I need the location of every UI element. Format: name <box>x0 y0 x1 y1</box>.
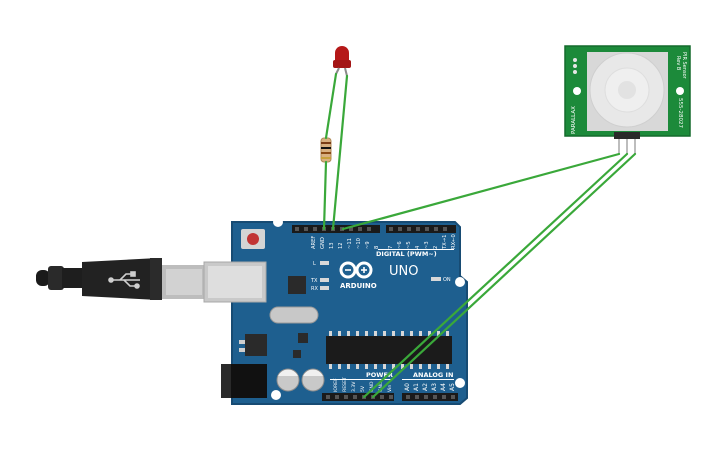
digital-header <box>292 225 456 233</box>
pin-label-7: 7 <box>388 246 394 249</box>
mounting-hole <box>455 378 465 388</box>
pin-label-6: ~6 <box>397 241 403 249</box>
model-text: UNO <box>389 264 418 279</box>
analog-pin-label: A3 <box>431 383 438 391</box>
led-label-l: L <box>313 261 316 267</box>
arduino-uno-board: AREF GND 13 12 ~11 ~10 ~9 8 7 ~6 ~5 4 ~3… <box>203 217 468 405</box>
mounting-hole <box>273 217 283 227</box>
crystal-oscillator <box>269 306 319 324</box>
logo-text: ARDUINO <box>340 282 377 290</box>
power-label: POWER <box>366 371 393 379</box>
usb-symbol-icon <box>108 271 140 289</box>
wire-pir-out-to-pin12 <box>341 152 621 231</box>
sensor-name-text: PIR Sensor <box>681 52 687 80</box>
mounting-hole <box>455 277 465 287</box>
wire-resistor-to-gnd <box>322 160 328 231</box>
pin-label-11: ~11 <box>347 238 353 249</box>
capacitor <box>301 368 325 392</box>
reset-button[interactable] <box>241 229 265 249</box>
power-pin-label: GND <box>378 381 384 392</box>
led-label-rx: RX <box>311 286 318 292</box>
pir-sensor: PARALLAX PIR Sensor Rev B 555-28027 <box>564 45 691 154</box>
power-pin-label: Vin <box>387 385 393 392</box>
mounting-hole <box>573 87 581 95</box>
pin-label-5: ~5 <box>406 241 412 249</box>
analog-pin-label: A1 <box>413 383 420 391</box>
onboard-led-l <box>320 261 329 265</box>
pin-label-13: 13 <box>329 242 335 249</box>
pin-label-aref: AREF <box>311 236 317 249</box>
analog-pin-label: A0 <box>404 383 411 391</box>
analog-pin-label: A4 <box>440 383 447 391</box>
led-label-tx: TX <box>310 278 318 284</box>
on-label: ON <box>443 277 451 283</box>
sensor-pin-header <box>614 132 640 139</box>
small-component <box>293 350 301 358</box>
mounting-hole <box>271 390 281 400</box>
wire-led-anode-to-pin13 <box>331 74 349 231</box>
red-led <box>333 46 351 77</box>
pin-label-0: RX←0 <box>451 234 457 249</box>
capacitor <box>276 368 300 392</box>
mounting-hole <box>676 87 684 95</box>
power-pin-label: 5V <box>360 385 366 392</box>
onboard-led-rx <box>320 286 329 290</box>
sensor-rev-text: Rev B <box>675 56 681 71</box>
pin-label-1: TX→1 <box>442 235 448 250</box>
power-pin-label: RESET <box>342 377 348 392</box>
power-header <box>322 393 394 401</box>
analog-header <box>402 393 458 401</box>
pin-label-3: ~3 <box>424 241 430 249</box>
power-pin-label: 3.3V <box>351 381 357 392</box>
analog-pin-label: A5 <box>449 383 456 391</box>
pin-label-9: ~9 <box>365 241 371 249</box>
sensor-brand-text: PARALLAX <box>571 106 577 134</box>
wire-pir-vcc-to-5v <box>362 152 629 399</box>
wires <box>322 72 637 399</box>
pin-label-2: 2 <box>433 246 439 249</box>
usb-cable <box>36 258 206 300</box>
regulator-chip <box>245 334 267 356</box>
usb-chip <box>288 276 306 294</box>
analog-label: ANALOG IN <box>413 371 453 379</box>
power-pin-label: IOREF <box>333 378 339 392</box>
pin-label-10: ~10 <box>356 238 362 249</box>
wire-pir-gnd-to-gnd <box>371 152 637 399</box>
resistor <box>320 137 332 163</box>
pin-label-8: 8 <box>374 246 380 249</box>
onboard-led-tx <box>320 278 329 282</box>
wire-led-cathode-to-resistor <box>324 72 338 140</box>
pin-label-12: 12 <box>338 242 344 249</box>
arduino-infinity-logo-icon <box>339 261 373 279</box>
pin-label-4: 4 <box>415 245 421 249</box>
onboard-led-on <box>431 277 441 281</box>
pin-label-gnd: GND <box>320 237 326 249</box>
power-pin-label: GND <box>369 381 375 392</box>
digital-header-label: DIGITAL (PWM~) <box>376 250 437 258</box>
sensor-part-number: 555-28027 <box>677 98 683 128</box>
analog-pin-label: A2 <box>422 383 429 391</box>
atmega-microcontroller <box>326 331 452 369</box>
small-component <box>298 333 308 343</box>
